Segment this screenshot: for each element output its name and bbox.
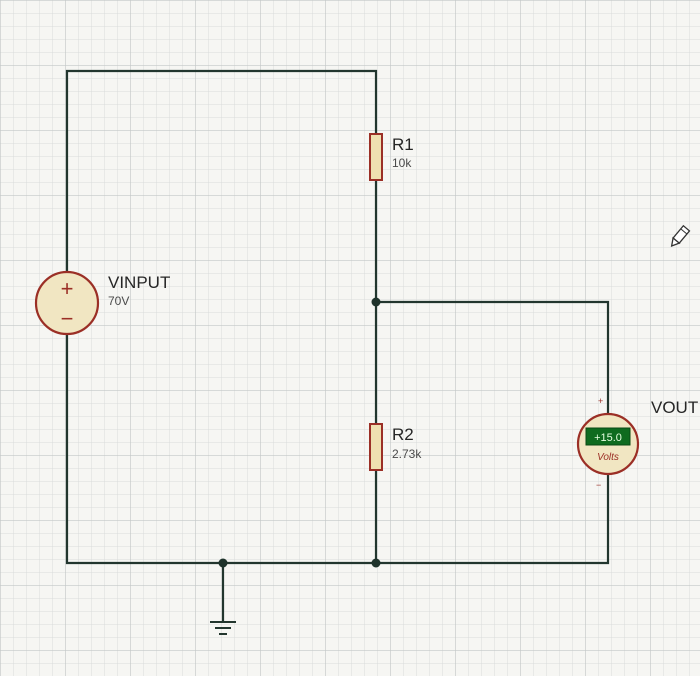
voltmeter-icon[interactable]: +15.0 Volts	[576, 412, 640, 476]
voltmeter-name-label: VOUT	[651, 398, 698, 417]
source-minus-symbol: −	[61, 306, 74, 331]
wire-top[interactable]	[65, 69, 378, 272]
voltmeter-reading: +15.0	[594, 432, 622, 444]
junction-node-ground[interactable]	[218, 558, 228, 568]
junction-node-vout[interactable]	[371, 297, 381, 307]
wires	[65, 69, 610, 622]
ground-icon[interactable]	[210, 621, 236, 635]
source-plus-symbol: +	[61, 276, 74, 301]
source-name-label: VINPUT	[108, 273, 170, 292]
voltmeter-plus-terminal: +	[598, 396, 603, 406]
voltmeter-minus-terminal: −	[596, 480, 601, 490]
r1-name-label: R1	[392, 135, 414, 154]
dc-voltage-source-icon[interactable]: + −	[34, 270, 100, 336]
wire-source-bottom[interactable]	[65, 334, 610, 565]
wire-node-to-vout[interactable]	[376, 300, 610, 414]
pencil-cursor-icon	[670, 224, 691, 247]
resistor-icon[interactable]	[369, 423, 383, 471]
r2-name-label: R2	[392, 425, 414, 444]
r2-value-label: 2.73k	[392, 447, 422, 461]
resistor-icon[interactable]	[369, 133, 383, 181]
source-value-label: 70V	[108, 294, 129, 308]
voltmeter-unit: Volts	[597, 452, 619, 463]
junction-node-r2-ground[interactable]	[371, 558, 381, 568]
r1-value-label: 10k	[392, 156, 412, 170]
